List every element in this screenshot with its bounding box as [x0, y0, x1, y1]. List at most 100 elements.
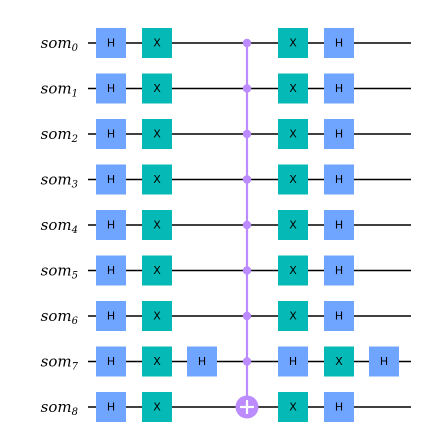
x-gate: X [142, 164, 172, 195]
x-gate-box [278, 301, 308, 331]
qubit-label: som8 [41, 398, 78, 418]
h-gate: H [96, 301, 126, 331]
qubit-label: som2 [41, 125, 78, 145]
x-gate: X [142, 28, 172, 58]
h-gate-box [96, 119, 126, 149]
x-gate: X [142, 119, 172, 149]
qubit-label-index: 6 [72, 316, 79, 327]
x-gate-label: X [289, 128, 297, 141]
h-gate-label: H [335, 264, 343, 277]
h-gate-label: H [335, 128, 343, 141]
x-gate-label: X [153, 37, 161, 50]
x-gate-box [142, 301, 172, 331]
x-gate-label: X [153, 173, 161, 186]
x-gate: X [278, 255, 308, 286]
x-gate-label: X [289, 219, 297, 232]
h-gate: H [324, 164, 354, 195]
h-gate-label: H [289, 355, 297, 368]
x-gate-label: X [153, 264, 161, 277]
h-gate-box [278, 346, 308, 377]
x-gate-box [278, 28, 308, 58]
h-gate-box [324, 301, 354, 331]
h-gate-label: H [335, 173, 343, 186]
x-gate-box [142, 346, 172, 377]
control-dot [242, 220, 252, 230]
h-gate-label: H [107, 37, 115, 50]
h-gate: H [96, 255, 126, 286]
h-gate: H [96, 392, 126, 422]
h-gate-box [96, 210, 126, 240]
h-gate: H [96, 164, 126, 195]
h-gate: H [96, 28, 126, 58]
qubit-label-name: som [41, 262, 72, 280]
h-gate: H [96, 210, 126, 240]
x-gate: X [142, 346, 172, 377]
h-gate-label: H [107, 355, 115, 368]
h-gate-label: H [335, 401, 343, 414]
h-gate-box [96, 392, 126, 422]
h-gate-label: H [107, 310, 115, 323]
h-gate-label: H [107, 219, 115, 232]
h-gate: H [187, 346, 217, 377]
qubit-label-name: som [41, 125, 72, 143]
h-gate: H [324, 119, 354, 149]
x-gate-box [278, 164, 308, 195]
x-gate: X [324, 346, 354, 377]
h-gate-box [96, 164, 126, 195]
h-gate-label: H [335, 37, 343, 50]
h-gate: H [96, 73, 126, 104]
x-gate-label: X [289, 401, 297, 414]
h-gate-box [96, 346, 126, 377]
x-gate-label: X [289, 82, 297, 95]
control-dot [242, 266, 252, 275]
h-gate-box [96, 73, 126, 104]
qubit-label: som5 [41, 262, 78, 282]
x-gate-box [278, 210, 308, 240]
x-gate-box [142, 392, 172, 422]
h-gate-label: H [107, 401, 115, 414]
h-gate-label: H [107, 82, 115, 95]
h-gate-label: H [107, 128, 115, 141]
qubit-label-name: som [41, 307, 72, 325]
qubit-label-index: 4 [71, 225, 78, 236]
h-gate: H [324, 392, 354, 422]
h-gate-label: H [335, 219, 343, 232]
h-gate: H [324, 255, 354, 286]
x-gate-label: X [289, 37, 297, 50]
x-gate-box [278, 73, 308, 104]
h-gate-box [369, 346, 399, 377]
h-gate-box [324, 73, 354, 104]
h-gate: H [324, 73, 354, 104]
x-gate-box [278, 119, 308, 149]
qubit-label-name: som [41, 34, 72, 52]
qubit-label-index: 3 [72, 180, 78, 191]
qubit-label-index: 1 [72, 89, 78, 100]
qubit-label-index: 2 [71, 134, 78, 145]
control-dot [242, 129, 252, 139]
control-dot [242, 84, 252, 93]
x-gate: X [278, 164, 308, 195]
h-gate: H [96, 119, 126, 149]
qubit-label: som3 [41, 171, 78, 191]
x-gate-label: X [289, 310, 297, 323]
h-gate-box [324, 119, 354, 149]
h-gate-box [324, 255, 354, 286]
x-gate-box [142, 73, 172, 104]
x-gate-box [278, 255, 308, 286]
x-gate-box [278, 392, 308, 422]
x-gate-box [324, 346, 354, 377]
qubit-label: som0 [41, 34, 79, 54]
x-gate-box [142, 119, 172, 149]
x-gate: X [278, 210, 308, 240]
h-gate-box [96, 28, 126, 58]
x-gate-label: X [289, 264, 297, 277]
h-gate-label: H [107, 264, 115, 277]
x-gate: X [142, 301, 172, 331]
x-gate-box [142, 28, 172, 58]
x-gate: X [278, 73, 308, 104]
x-gate-label: X [153, 310, 161, 323]
x-gate-box [142, 255, 172, 286]
